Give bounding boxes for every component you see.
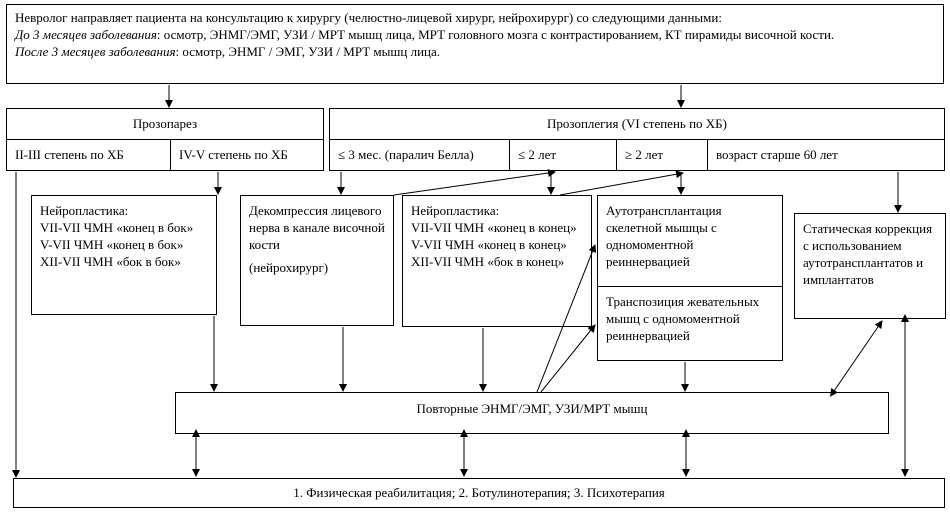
repeat-tests-text: Повторные ЭНМГ/ЭМГ, УЗИ/МРТ мышц — [416, 401, 648, 416]
cat-bell-text: ≤ 3 мес. (паралич Белла) — [338, 147, 474, 162]
neuroplasty-1-item: V-VII ЧМН «конец в бок» — [40, 237, 184, 252]
static-correction-box: Статическая коррекция с использованием а… — [794, 213, 946, 319]
neuroplasty-1-item: XII-VII ЧМН «бок в бок» — [40, 254, 181, 269]
transposition-text: Транспозиция жевательных мышц с одномоме… — [606, 294, 760, 343]
prozoparez-grade-low: II-III степень по ХБ — [6, 139, 171, 171]
before-3-months-tests: : осмотр, ЭНМГ/ЭМГ, УЗИ / МРТ мышц лица,… — [156, 27, 835, 42]
decompression-note: (нейрохирург) — [249, 260, 329, 275]
decompression-box: Декомпрессия лицевого нерва в канале вис… — [240, 195, 394, 326]
rehabilitation-text: 1. Физическая реабилитация; 2. Ботулинот… — [293, 485, 665, 500]
cat-age60-text: возраст старше 60 лет — [716, 147, 838, 162]
transposition-box: Транспозиция жевательных мышц с одномоме… — [597, 286, 783, 361]
neuroplasty-end-to-end-box: Нейропластика: VII-VII ЧМН «конец в коне… — [402, 195, 592, 327]
rehabilitation-box: 1. Физическая реабилитация; 2. Ботулинот… — [13, 478, 945, 508]
grade-low-text: II-III степень по ХБ — [15, 147, 124, 162]
neuroplasty-1-title: Нейропластика: — [40, 203, 129, 218]
referral-before-3-months: До 3 месяцев заболевания: осмотр, ЭНМГ/Э… — [15, 26, 935, 43]
autotransplant-box: Аутотрансплантация скелетной мышцы с одн… — [597, 195, 783, 287]
prozoplegia-cat-gt2: ≥ 2 лет — [616, 139, 708, 171]
cat-lt2-text: ≤ 2 лет — [518, 147, 557, 162]
static-correction-text: Статическая коррекция с использованием а… — [803, 221, 933, 287]
arrow-static-tests-link — [830, 320, 883, 397]
arrow-decompression-to-lt2 — [393, 169, 556, 196]
prozoplegia-title-text: Прозоплегия (VI степень по ХБ) — [547, 116, 727, 131]
referral-intro: Невролог направляет пациента на консульт… — [15, 10, 722, 25]
neuroplasty-1-item: VII-VII ЧМН «конец в бок» — [40, 220, 194, 235]
arrow-neuroplasty-to-gt2 — [559, 170, 684, 196]
arrow-tests-to-transposition — [540, 324, 596, 393]
prozoparez-grade-high: IV-V степень по ХБ — [170, 139, 324, 171]
after-3-months-tests: : осмотр, ЭНМГ / ЭМГ, УЗИ / МРТ мышц лиц… — [175, 44, 441, 59]
referral-box: Невролог направляет пациента на консульт… — [6, 4, 944, 84]
neuroplasty-2-item: VII-VII ЧМН «конец в конец» — [411, 220, 577, 235]
prozoparez-title: Прозопарез — [6, 108, 324, 140]
repeat-tests-box: Повторные ЭНМГ/ЭМГ, УЗИ/МРТ мышц — [175, 392, 889, 434]
prozoplegia-title: Прозоплегия (VI степень по ХБ) — [329, 108, 945, 140]
decompression-text: Декомпрессия лицевого нерва в канале вис… — [249, 203, 385, 252]
neuroplasty-2-item: V-VII ЧМН «конец в конец» — [411, 237, 567, 252]
prozoparez-title-text: Прозопарез — [132, 116, 198, 131]
neuroplasty-2-title: Нейропластика: — [411, 203, 500, 218]
neuroplasty-end-to-side-box: Нейропластика: VII-VII ЧМН «конец в бок»… — [31, 195, 217, 315]
grade-high-text: IV-V степень по ХБ — [179, 147, 288, 162]
neuroplasty-2-item: XII-VII ЧМН «бок в конец» — [411, 254, 565, 269]
before-3-months-label: До 3 месяцев заболевания — [15, 27, 157, 42]
cat-gt2-text: ≥ 2 лет — [625, 147, 664, 162]
prozoplegia-cat-lt2: ≤ 2 лет — [509, 139, 617, 171]
autotransplant-text: Аутотрансплантация скелетной мышцы с одн… — [606, 203, 722, 269]
prozoplegia-cat-bell: ≤ 3 мес. (паралич Белла) — [329, 139, 510, 171]
prozoplegia-cat-age60: возраст старше 60 лет — [707, 139, 945, 171]
after-3-months-label: После 3 месяцев заболевания — [15, 44, 176, 59]
referral-after-3-months: После 3 месяцев заболевания: осмотр, ЭНМ… — [15, 43, 935, 60]
